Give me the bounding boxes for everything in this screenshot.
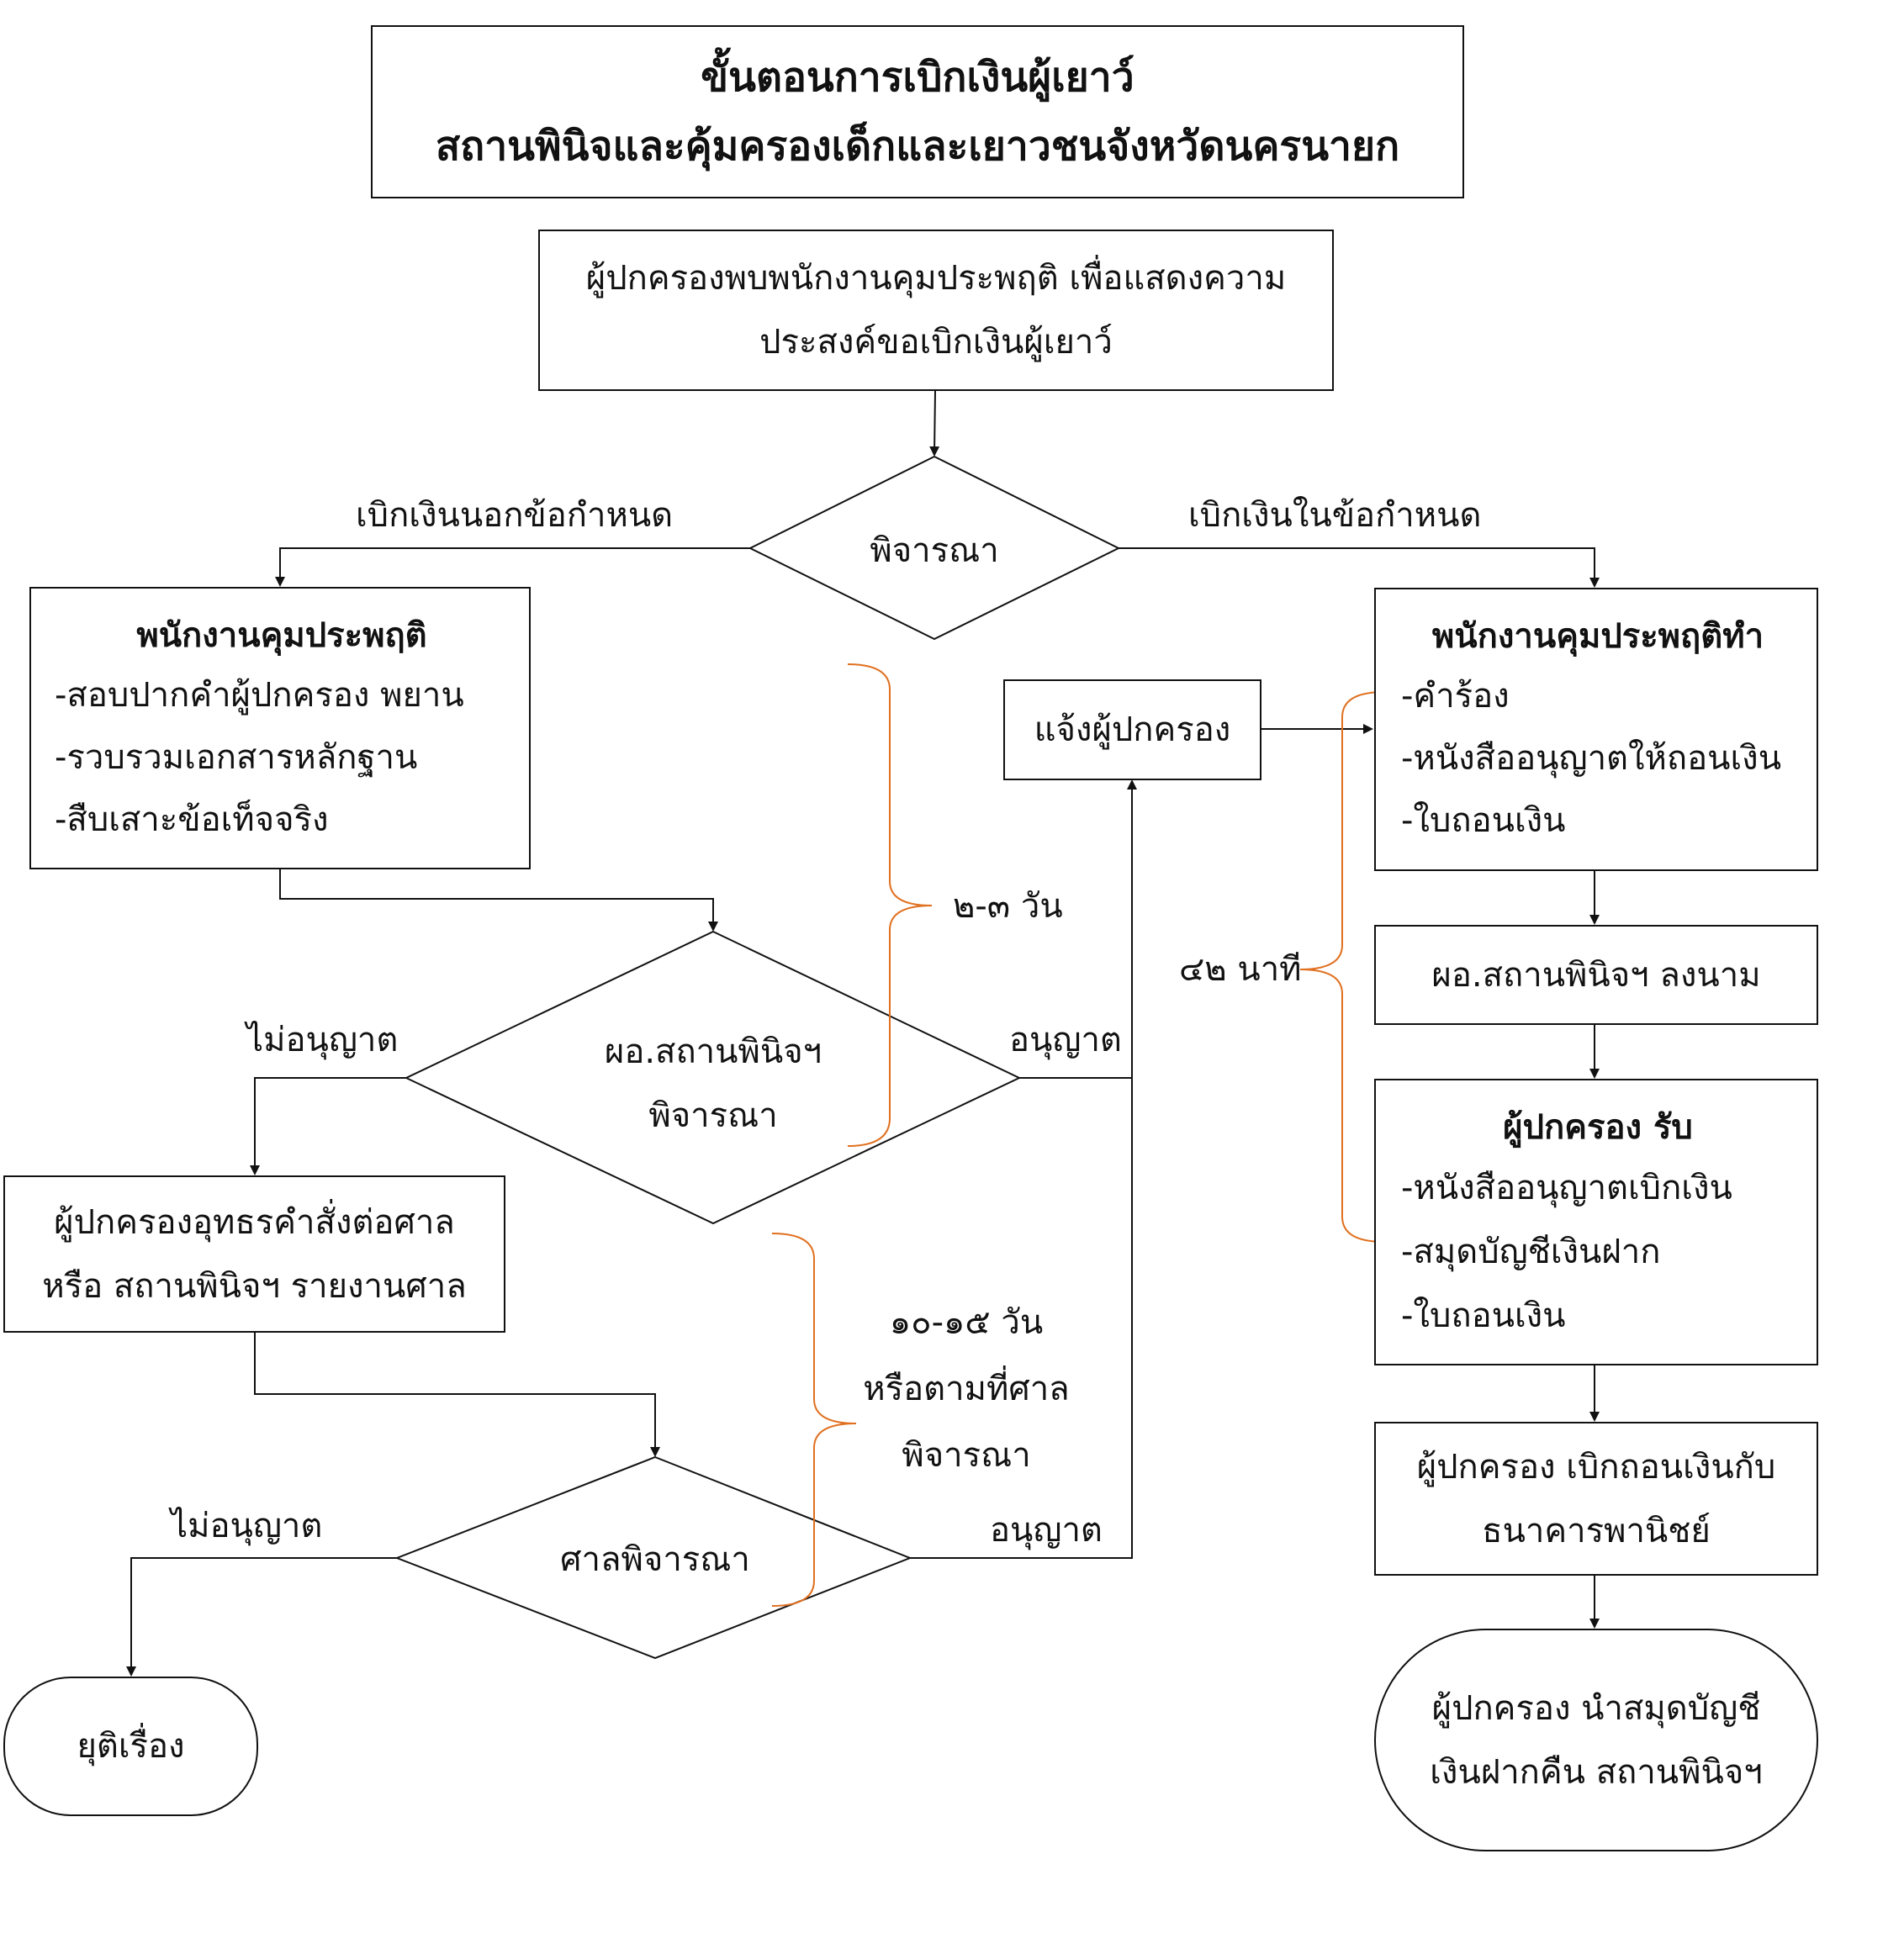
officer-documents-item: -ใบถอนเงิน bbox=[1401, 801, 1566, 840]
notify-guardian-text: แจ้งผู้ปกครอง bbox=[1034, 710, 1231, 749]
officer-investigation-item: -สอบปากคำผู้ปกครอง พยาน bbox=[55, 676, 464, 715]
appeal-line-1: ผู้ปกครองอุทธรคำสั่งต่อศาล bbox=[54, 1202, 455, 1242]
officer-documents-item: -หนังสืออนุญาตให้ถอนเงิน bbox=[1401, 739, 1782, 778]
brace-42-minutes bbox=[1299, 691, 1385, 1243]
end-return-line-2: เงินฝากคืน สถานพินิจฯ bbox=[1430, 1752, 1763, 1792]
duration-2-3-days: ๒-๓ วัน bbox=[953, 887, 1063, 926]
officer-investigation-item: -รวบรวมเอกสารหลักฐาน bbox=[55, 738, 418, 777]
director-sign-box: ผอ.สถานพินิจฯ ลงนาม bbox=[1374, 925, 1818, 1025]
guardian-receive-heading: ผู้ปกครอง รับ bbox=[1503, 1108, 1693, 1147]
officer-investigation-heading: พนักงานคุมประพฤติ bbox=[136, 616, 427, 655]
officer-investigation-box: พนักงานคุมประพฤติ -สอบปากคำผู้ปกครอง พยา… bbox=[29, 587, 531, 869]
arrow-court-deny bbox=[126, 1557, 397, 1677]
decision-director-line-1: ผอ.สถานพินิจฯ bbox=[604, 1033, 822, 1071]
director-sign-text: ผอ.สถานพินิจฯ ลงนาม bbox=[1431, 955, 1761, 995]
guardian-receive-box: ผู้ปกครอง รับ -หนังสืออนุญาตเบิกเงิน -สม… bbox=[1374, 1079, 1818, 1365]
start-line-2: ประสงค์ขอเบิกเงินผู้เยาว์ bbox=[759, 323, 1113, 362]
duration-42-minutes: ๔๒ นาที bbox=[1179, 950, 1302, 989]
end-return-passbook-box: ผู้ปกครอง นำสมุดบัญชี เงินฝากคืน สถานพิน… bbox=[1374, 1629, 1818, 1851]
decision-director-line-2: พิจารณา bbox=[648, 1096, 778, 1135]
outside-rule-label: เบิกเงินนอกข้อกำหนด bbox=[356, 496, 674, 535]
arrow-start-to-decision bbox=[929, 390, 940, 457]
decision-consider-shape bbox=[748, 455, 1121, 641]
decision-court-shape bbox=[394, 1455, 912, 1660]
withdraw-line-1: ผู้ปกครอง เบิกถอนเงินกับ bbox=[1416, 1447, 1776, 1487]
director-deny-label: ไม่อนุญาต bbox=[246, 1021, 399, 1059]
inside-rule-label: เบิกเงินในข้อกำหนด bbox=[1188, 496, 1482, 535]
court-approve-label: อนุญาต bbox=[990, 1511, 1103, 1550]
end-return-line-1: ผู้ปกครอง นำสมุดบัญชี bbox=[1431, 1688, 1761, 1728]
brace-2-3-days bbox=[847, 663, 933, 1147]
start-line-1: ผู้ปกครองพบพนักงานคุมประพฤติ เพื่อแสดงคว… bbox=[585, 259, 1287, 298]
appeal-line-2: หรือ สถานพินิจฯ รายงานศาล bbox=[42, 1266, 467, 1306]
decision-director-shape bbox=[404, 930, 1022, 1225]
end-terminate-text: ยุติเรื่อง bbox=[77, 1727, 185, 1766]
arrow-decision-to-officer-right bbox=[1119, 547, 1600, 588]
officer-documents-heading: พนักงานคุมประพฤติทำ bbox=[1431, 617, 1764, 656]
withdraw-line-2: ธนาคารพานิชย์ bbox=[1482, 1511, 1711, 1550]
decision-court-text: ศาลพิจารณา bbox=[560, 1540, 750, 1579]
title-line-2: สถานพินิจและคุ้มครองเด็กและเยาวชนจังหวัด… bbox=[435, 123, 1400, 170]
arrow-appeal-to-court bbox=[254, 1333, 660, 1457]
director-approve-label: อนุญาต bbox=[1009, 1021, 1122, 1059]
arrow-court-approve bbox=[910, 1078, 1133, 1559]
guardian-receive-item: -ใบถอนเงิน bbox=[1401, 1297, 1566, 1335]
notify-guardian-box: แจ้งผู้ปกครอง bbox=[1003, 679, 1261, 780]
end-terminate-box: ยุติเรื่อง bbox=[3, 1677, 258, 1816]
title-line-1: ขั้นตอนการเบิกเงินผู้เยาว์ bbox=[701, 54, 1134, 101]
brace-court-days bbox=[771, 1233, 857, 1607]
officer-investigation-item: -สืบเสาะข้อเท็จจริง bbox=[55, 800, 329, 839]
duration-court-line-2: หรือตามที่ศาล bbox=[863, 1370, 1070, 1408]
duration-court-line-1: ๑๐-๑๕ วัน bbox=[889, 1303, 1044, 1342]
decision-consider-text: พิจารณา bbox=[870, 531, 999, 570]
guardian-receive-item: -สมุดบัญชีเงินฝาก bbox=[1401, 1233, 1661, 1271]
guardian-receive-item: -หนังสืออนุญาตเบิกเงิน bbox=[1401, 1169, 1732, 1207]
court-deny-label: ไม่อนุญาต bbox=[171, 1507, 323, 1545]
arrow-officer-to-director bbox=[279, 869, 718, 932]
withdraw-box: ผู้ปกครอง เบิกถอนเงินกับ ธนาคารพานิชย์ bbox=[1374, 1422, 1818, 1576]
title-box: ขั้นตอนการเบิกเงินผู้เยาว์ สถานพินิจและค… bbox=[371, 25, 1464, 198]
start-box: ผู้ปกครองพบพนักงานคุมประพฤติ เพื่อแสดงคว… bbox=[538, 230, 1334, 391]
arrow-director-deny bbox=[250, 1077, 406, 1175]
appeal-box: ผู้ปกครองอุทธรคำสั่งต่อศาล หรือ สถานพินิ… bbox=[3, 1175, 505, 1333]
officer-documents-item: -คำร้อง bbox=[1401, 677, 1510, 716]
officer-documents-box: พนักงานคุมประพฤติทำ -คำร้อง -หนังสืออนุญ… bbox=[1374, 588, 1818, 871]
arrow-decision-to-officer-left bbox=[275, 547, 750, 587]
duration-court-line-3: พิจารณา bbox=[902, 1436, 1031, 1475]
